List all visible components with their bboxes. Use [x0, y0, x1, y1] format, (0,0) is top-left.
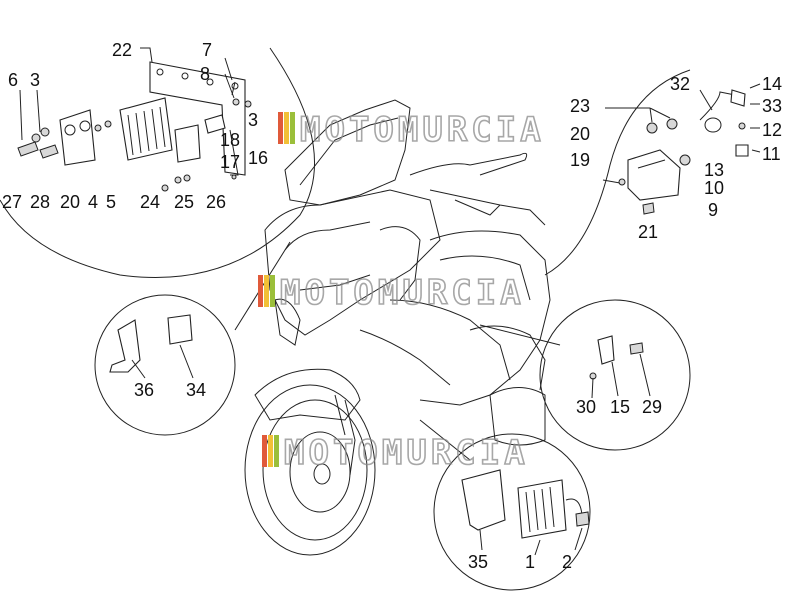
callout-20-right: 20	[570, 124, 590, 144]
right-circle-parts	[589, 335, 651, 399]
callout-34: 34	[186, 380, 206, 400]
watermark-text: MOTOMURCIA	[284, 433, 529, 473]
callout-21: 21	[638, 222, 658, 242]
callout-10: 10	[704, 178, 724, 198]
watermark-text: MOTOMURCIA	[280, 273, 525, 313]
callout-6: 6	[8, 70, 18, 90]
callout-18: 18	[220, 130, 240, 150]
callout-1: 1	[525, 552, 535, 572]
callout-15: 15	[610, 397, 630, 417]
callout-labels: 22 7 8 6 3 3 18 16 17 27 28 20 4 5 24 25…	[2, 40, 782, 572]
callout-20-left: 20	[60, 192, 80, 212]
callout-17: 17	[220, 152, 240, 172]
callout-2: 2	[562, 552, 572, 572]
callout-3-right: 3	[248, 110, 258, 130]
watermark-bottom: MOTOMURCIA	[262, 432, 529, 474]
top-left-parts	[17, 47, 252, 192]
scooter-outline	[244, 99, 551, 556]
callout-36: 36	[134, 380, 154, 400]
callout-35: 35	[468, 552, 488, 572]
callout-27: 27	[2, 192, 22, 212]
callout-33: 33	[762, 96, 782, 116]
callout-26: 26	[206, 192, 226, 212]
callout-9: 9	[708, 200, 718, 220]
callout-29: 29	[642, 397, 662, 417]
callout-12: 12	[762, 120, 782, 140]
callout-14: 14	[762, 74, 782, 94]
callout-25: 25	[174, 192, 194, 212]
callout-32: 32	[670, 74, 690, 94]
watermark-middle: MOTOMURCIA	[258, 272, 525, 314]
callout-5: 5	[106, 192, 116, 212]
callout-23: 23	[570, 96, 590, 116]
callout-13: 13	[704, 160, 724, 180]
top-right-parts	[602, 83, 761, 215]
callout-3-left: 3	[30, 70, 40, 90]
callout-8: 8	[200, 64, 210, 84]
callout-22: 22	[112, 40, 132, 60]
left-circle-parts	[109, 314, 194, 379]
callout-28: 28	[30, 192, 50, 212]
callout-7: 7	[202, 40, 212, 60]
watermark-text: MOTOMURCIA	[300, 110, 545, 150]
callout-11: 11	[762, 144, 781, 164]
callout-19: 19	[570, 150, 590, 170]
watermark-top: MOTOMURCIA	[278, 109, 545, 151]
detail-circles	[0, 47, 691, 591]
callout-30: 30	[576, 397, 596, 417]
callout-4: 4	[88, 192, 98, 212]
callout-16: 16	[248, 148, 268, 168]
bottom-circle-parts	[461, 469, 590, 556]
callout-24: 24	[140, 192, 160, 212]
